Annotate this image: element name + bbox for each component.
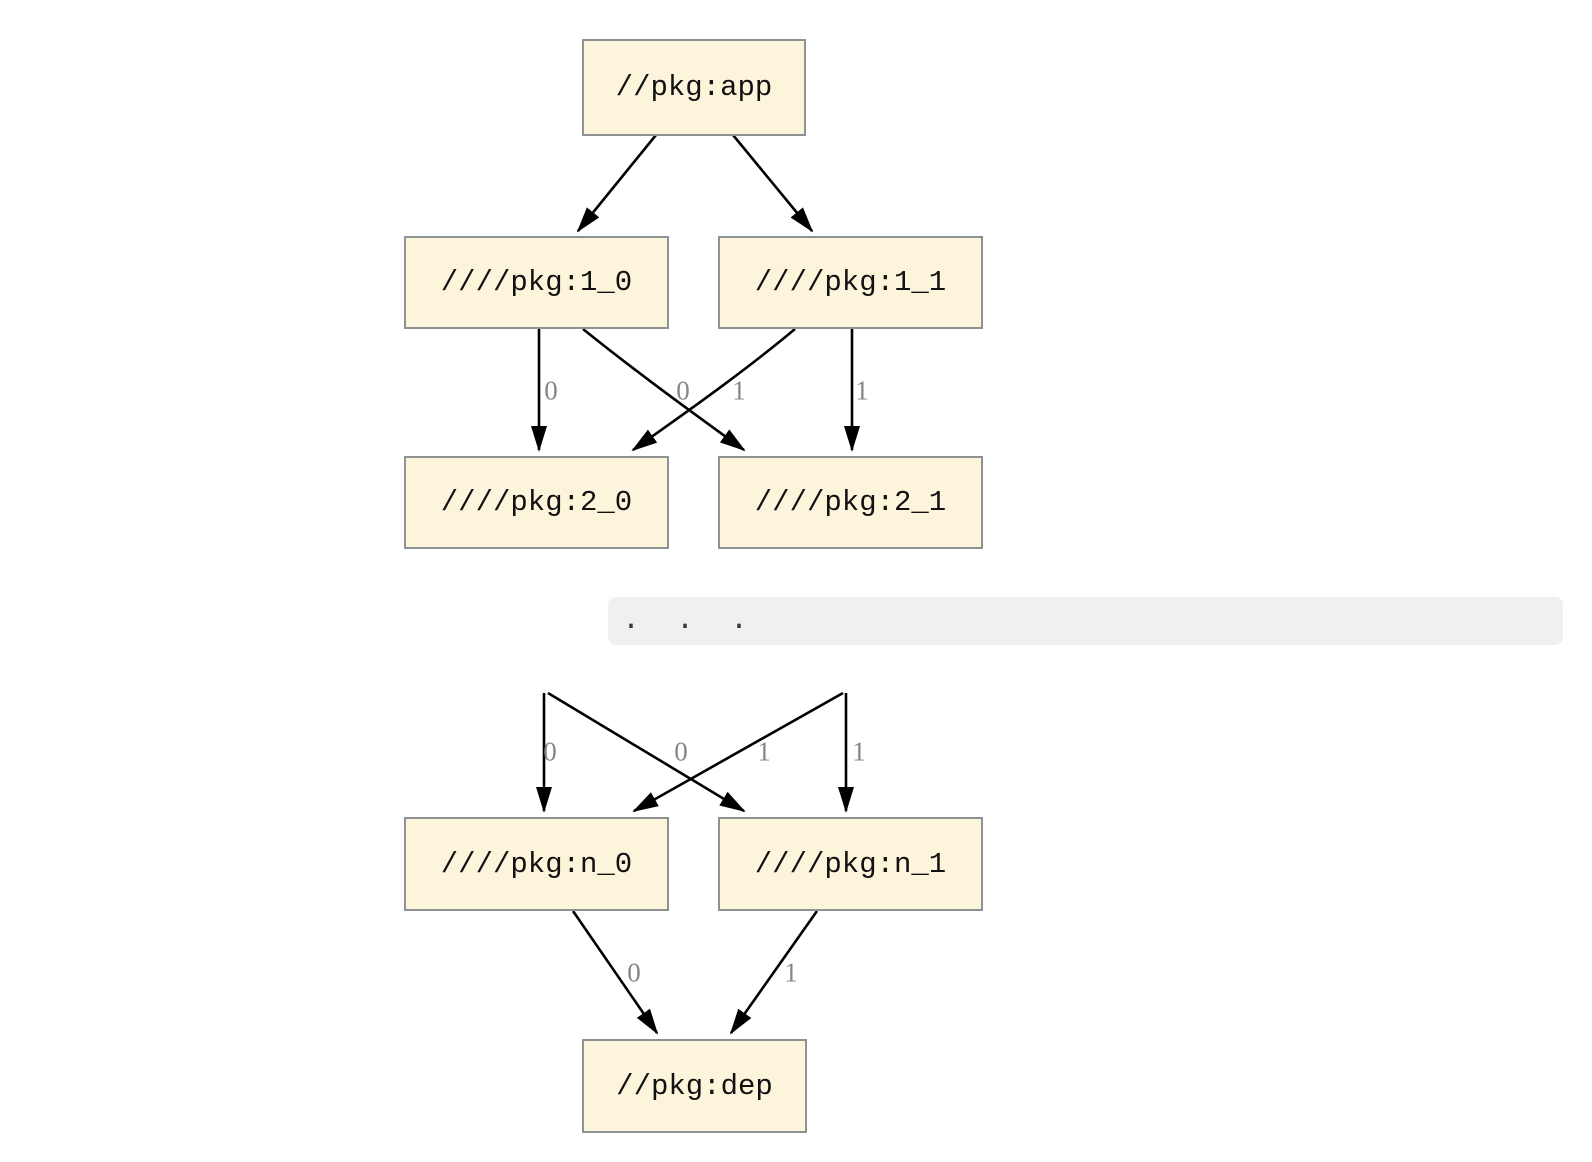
graph-node-pkg-1_0: ////pkg:1_0 <box>404 236 669 329</box>
edge-label-1_0-to-2_0: 0 <box>544 375 558 406</box>
graph-node-pkg-2_0: ////pkg:2_0 <box>404 456 669 549</box>
edge-label-n_1-to-dep: 1 <box>784 957 798 988</box>
edge-app-to-1_1 <box>731 134 814 233</box>
edge-label-1_1-to-2_0: 0 <box>676 375 690 406</box>
graph-node-pkg-app: //pkg:app <box>582 39 806 136</box>
edge-label-1_0-to-2_1: 1 <box>732 375 746 406</box>
edge-n_1-to-dep <box>729 910 819 1035</box>
edge-1_0-to-2_1 <box>582 327 746 452</box>
graph-node-label: ////pkg:n_1 <box>754 847 947 881</box>
edge-label-prev-to-n_0-straight: 0 <box>543 736 557 767</box>
graph-node-label: ////pkg:1_0 <box>440 266 633 299</box>
edge-label-1_1-to-2_1: 1 <box>855 375 869 406</box>
graph-node-label: //pkg:app <box>615 71 773 104</box>
ellipsis-band: . . . <box>608 597 1563 645</box>
edge-label-prev-to-n_1-cross: 1 <box>757 736 771 767</box>
graph-node-pkg-n_1: ////pkg:n_1 <box>718 817 983 911</box>
graph-node-label: //pkg:dep <box>616 1069 773 1103</box>
graph-node-label: ////pkg:2_1 <box>754 486 947 519</box>
edge-1_1-to-2_0 <box>631 328 796 452</box>
edge-app-to-1_0 <box>576 134 658 233</box>
edge-label-prev-to-n_0-cross: 0 <box>674 736 688 767</box>
graph-node-label: ////pkg:1_1 <box>754 266 947 299</box>
graph-node-pkg-2_1: ////pkg:2_1 <box>718 456 983 549</box>
graph-node-pkg-1_1: ////pkg:1_1 <box>718 236 983 329</box>
graph-node-pkg-dep: //pkg:dep <box>582 1039 807 1133</box>
edge-label-prev-to-n_1-straight: 1 <box>852 736 866 767</box>
edge-prev-to-n_1-cross <box>547 691 746 813</box>
graph-node-pkg-n_0: ////pkg:n_0 <box>404 817 669 911</box>
edge-n_0-to-dep <box>571 910 659 1035</box>
graph-node-label: ////pkg:n_0 <box>440 847 633 881</box>
edge-prev-to-n_0-cross <box>632 691 844 813</box>
ellipsis-dots: . . . <box>622 604 749 638</box>
graph-node-label: ////pkg:2_0 <box>440 486 633 519</box>
edge-label-n_0-to-dep: 0 <box>627 957 641 988</box>
